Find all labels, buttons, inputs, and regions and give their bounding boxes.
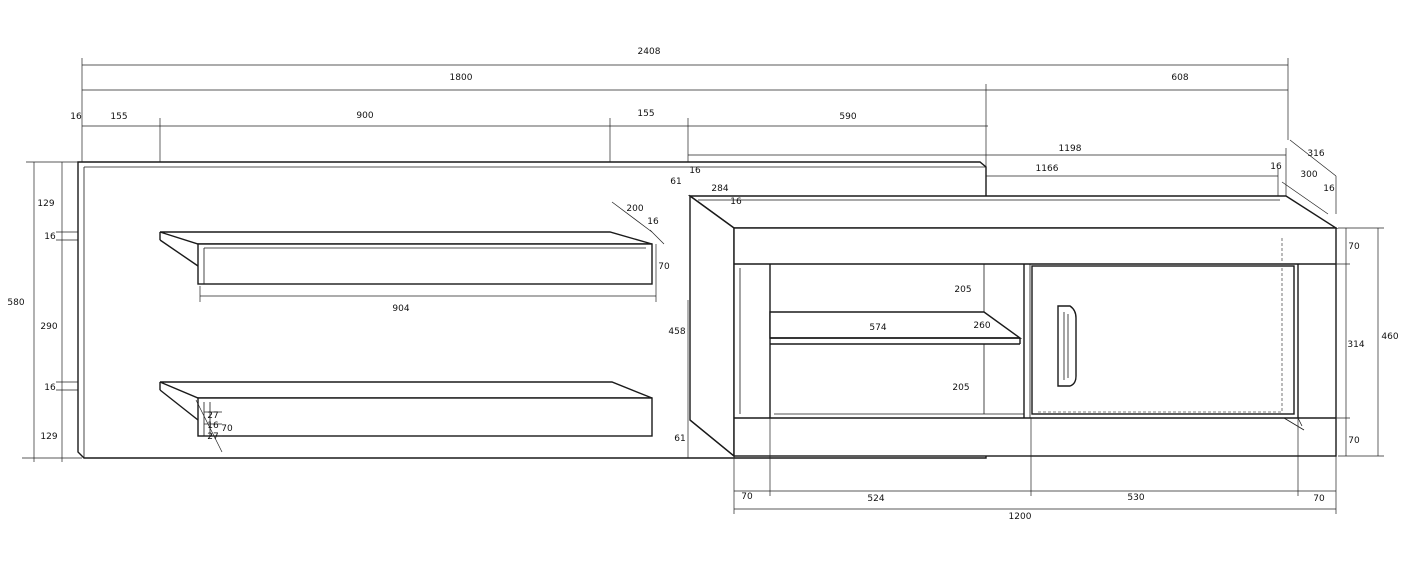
dim-upper-shelf-height: 70: [658, 262, 670, 272]
dim-top-gap: 129: [37, 199, 54, 209]
dim-lower-shelf-thickness: 16: [44, 383, 56, 393]
tv-cabinet: [687, 194, 1339, 458]
dim-total-width: 2408: [638, 47, 661, 57]
dim-compartment-upper: 205: [954, 285, 971, 295]
dim-upper-shelf-depth: 200: [626, 204, 643, 214]
dim-top-side-left: 16: [689, 166, 701, 176]
dim-lower-shelf-b: 16: [207, 421, 219, 431]
dim-top-side-right: 16: [1270, 162, 1282, 172]
bottom-dimension-lines: [687, 300, 1337, 514]
dim-cabinet-body-height: 458: [668, 327, 685, 337]
dim-inner-shelf-depth: 260: [973, 321, 990, 331]
dim-cabinet-width: 1200: [1009, 512, 1032, 522]
dim-cabinet-height: 460: [1381, 332, 1398, 342]
dim-upper-shelf-side: 16: [647, 217, 659, 227]
dim-panel-top-depth: 284: [711, 184, 728, 194]
dim-top-thickness: 16: [730, 197, 742, 207]
dim-door-height: 314: [1347, 340, 1364, 350]
dim-panel-height: 580: [7, 298, 24, 308]
dim-right-side: 70: [1313, 494, 1325, 504]
dim-compartment-lower: 205: [952, 383, 969, 393]
dim-panel-width: 1800: [450, 73, 473, 83]
dim-cabinet-overhang: 608: [1171, 73, 1188, 83]
lower-shelf: [159, 381, 653, 453]
dim-left-side: 70: [741, 492, 753, 502]
dim-left-margin: 155: [110, 112, 127, 122]
dim-panel-top-offset: 61: [670, 177, 681, 187]
dim-cabinet-depth-outer: 316: [1307, 149, 1324, 159]
dim-depth-side: 16: [1323, 184, 1335, 194]
dim-upper-shelf-thickness: 16: [44, 232, 56, 242]
dim-cabinet-top-outer: 1198: [1059, 144, 1082, 154]
dim-lower-shelf-c: 27: [207, 432, 218, 442]
dim-bottom-rail: 70: [1348, 436, 1360, 446]
dim-left-panel-thickness: 16: [70, 112, 82, 122]
dim-upper-shelf-length: 904: [392, 304, 409, 314]
right-dimension-lines: [1300, 227, 1384, 457]
dim-top-rail: 70: [1348, 242, 1360, 252]
dim-cabinet-top-inner: 1166: [1036, 164, 1059, 174]
dim-middle-gap: 290: [40, 322, 57, 332]
dim-shelf-span: 900: [356, 111, 373, 121]
dim-cabinet-depth-inner: 300: [1300, 170, 1317, 180]
dim-bottom-gap: 129: [40, 432, 57, 442]
upper-shelf: [159, 201, 665, 302]
dim-lower-shelf-height: 70: [221, 424, 233, 434]
dim-open-width: 524: [867, 494, 884, 504]
dim-cabinet-bottom-offset: 61: [674, 434, 685, 444]
dimension-labels: 2408 1800 608 16 155 900 155 590 1198 11…: [7, 47, 1398, 522]
dim-lower-shelf-a: 27: [207, 411, 218, 421]
dim-door-width: 530: [1127, 493, 1144, 503]
dim-panel-right-part: 590: [839, 112, 856, 122]
dim-inner-shelf-width: 574: [869, 323, 886, 333]
dim-right-margin: 155: [637, 109, 654, 119]
